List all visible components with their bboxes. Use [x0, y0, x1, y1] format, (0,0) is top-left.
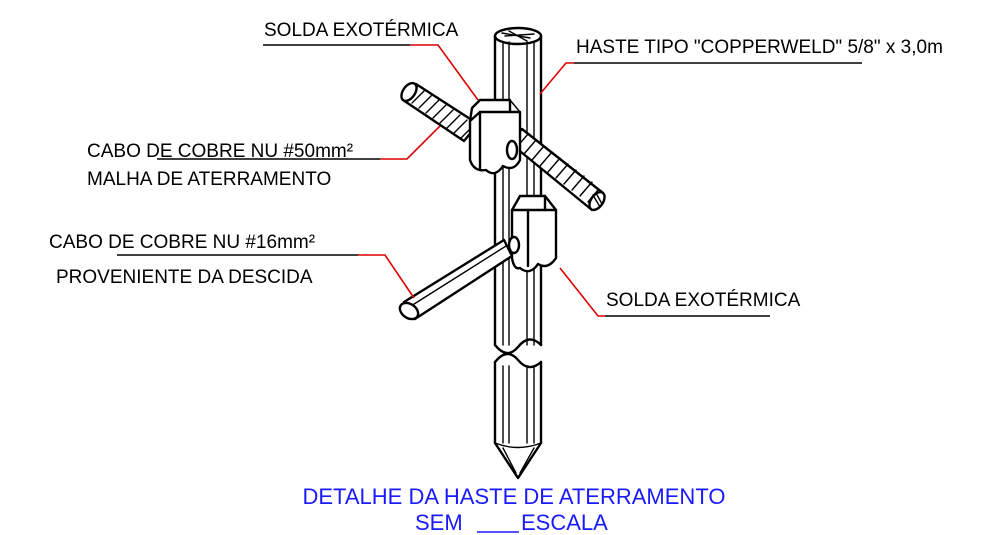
leader-lines [358, 44, 605, 317]
label-underlines [117, 44, 862, 317]
exothermic-weld-top [468, 98, 522, 175]
drawing-title: DETALHE DA HASTE DE ATERRAMENTO [303, 484, 726, 509]
cable-50mm2 [400, 81, 606, 212]
label-haste-copperweld: HASTE TIPO "COPPERWELD" 5/8" x 3,0m [576, 37, 943, 58]
leader-solda-bottom [559, 267, 605, 317]
grounding-rod-upper [493, 26, 543, 355]
leader-haste [539, 62, 574, 95]
grounding-rod-lower [493, 352, 543, 480]
leader-cabo16 [358, 254, 415, 299]
label-solda-exotermica-bottom: SOLDA EXOTÉRMICA [606, 290, 801, 311]
drawing-subtitle-escala: ESCALA [521, 510, 608, 535]
label-solda-exotermica-top: SOLDA EXOTÉRMICA [264, 20, 459, 41]
label-proveniente-descida: PROVENIENTE DA DESCIDA [56, 267, 313, 288]
drawing-subtitle-sem: SEM [415, 510, 463, 535]
label-cabo-cobre-16mm2: CABO DE COBRE NU #16mm² [49, 232, 315, 253]
leader-solda-top [410, 44, 479, 101]
label-malha-aterramento: MALHA DE ATERRAMENTO [87, 169, 331, 190]
exothermic-weld-bottom [507, 194, 558, 273]
label-cabo-cobre-50mm2: CABO DE COBRE NU #50mm² [87, 141, 353, 162]
leader-cabo50 [380, 125, 441, 160]
